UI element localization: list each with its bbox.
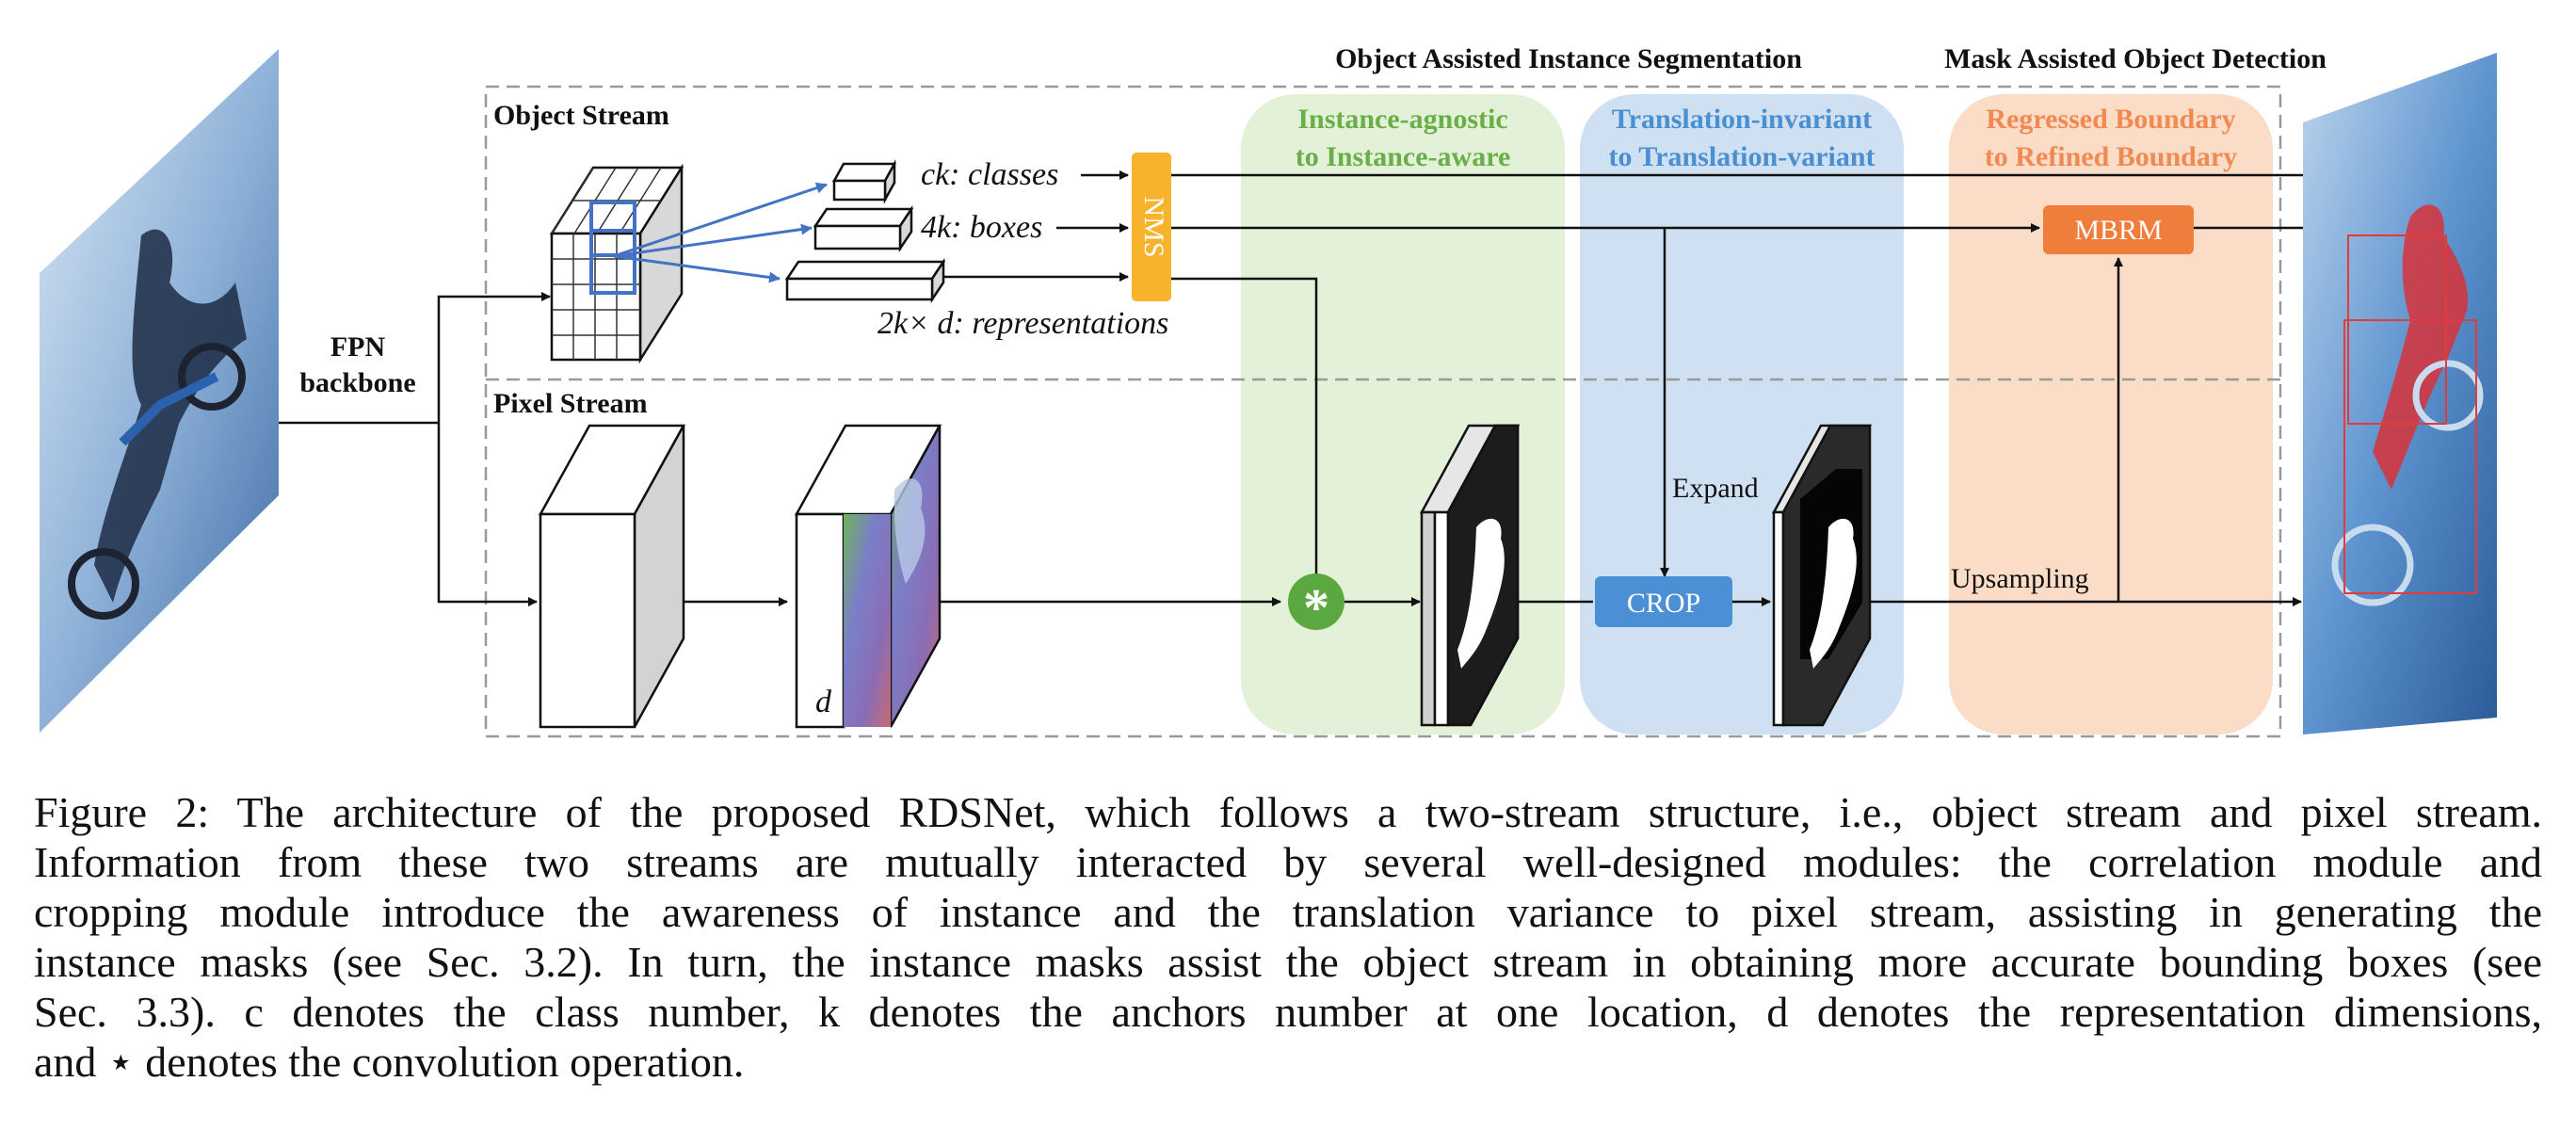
- nms-label: NMS: [1138, 196, 1169, 257]
- classes-label: ck: classes: [921, 157, 1058, 192]
- caption-line-6: and ⋆ denotes the convolution operation.: [34, 1038, 745, 1086]
- caption-line-2: Information from these two streams are m…: [34, 838, 2542, 886]
- nms-box: [1132, 153, 1171, 301]
- output-image: [2303, 53, 2497, 734]
- representation-block: [794, 424, 942, 729]
- correlation-symbol: *: [1303, 579, 1329, 638]
- figure-caption: Figure 2: The architecture of the propos…: [34, 787, 2542, 1087]
- maod-label: Mask Assisted Object Detection: [1944, 43, 2326, 74]
- caption-line-5: Sec. 3.3). c denotes the class number, k…: [34, 988, 2542, 1036]
- representations-block: [784, 257, 946, 304]
- caption-line-4: instance masks (see Sec. 3.2). In turn, …: [34, 938, 2542, 986]
- oais-label: Object Assisted Instance Segmentation: [1335, 43, 1802, 74]
- mbrm-box: [2043, 205, 2194, 254]
- stream-region-outline: [484, 85, 2282, 738]
- crop-box: [1595, 576, 1732, 627]
- object-stream-label: Object Stream: [493, 100, 669, 131]
- architecture-diagram: Object Assisted Instance Segmentation Ma…: [40, 43, 2497, 738]
- upsampling-label: Upsampling: [1951, 563, 2089, 594]
- cropped-mask: [1771, 424, 1873, 727]
- boxes-label: 4k: boxes: [921, 210, 1042, 245]
- instance-mask-stack: [1419, 424, 1521, 727]
- mbrm-label: MBRM: [2074, 215, 2162, 246]
- caption-line-1: Figure 2: The architecture of the propos…: [34, 788, 2542, 836]
- blue-panel-title-line2: to Translation-variant: [1608, 141, 1875, 172]
- nms-input-arrows: [943, 170, 1129, 282]
- d-label: d: [815, 685, 832, 719]
- blue-panel-title-line1: Translation-invariant: [1612, 104, 1872, 135]
- crop-label: CROP: [1627, 588, 1700, 619]
- representations-label: 2k× d: representations: [877, 306, 1168, 341]
- orange-panel-title-line1: Regressed Boundary: [1986, 104, 2235, 135]
- input-image: [40, 49, 279, 733]
- classes-block: [831, 159, 897, 204]
- backbone-connectors: [279, 292, 551, 606]
- boxes-block: [813, 204, 914, 253]
- head-arrows: [613, 182, 828, 283]
- backbone-label-line2: backbone: [299, 367, 415, 398]
- backbone-label-line1: FPN: [330, 331, 386, 363]
- pixel-feature-block: [538, 424, 686, 729]
- expand-label: Expand: [1672, 473, 1759, 504]
- nms-output-lines: [1171, 170, 2411, 585]
- orange-panel-title-line2: to Refined Boundary: [1985, 141, 2237, 172]
- correlation-node: [1288, 573, 1344, 630]
- caption-line-3: cropping module introduce the awareness …: [34, 888, 2542, 936]
- pixel-stream-label: Pixel Stream: [493, 388, 648, 419]
- green-panel-title-line1: Instance-agnostic: [1297, 104, 1507, 135]
- green-panel-title-line2: to Instance-aware: [1296, 141, 1511, 172]
- orange-panel: [1949, 94, 2273, 734]
